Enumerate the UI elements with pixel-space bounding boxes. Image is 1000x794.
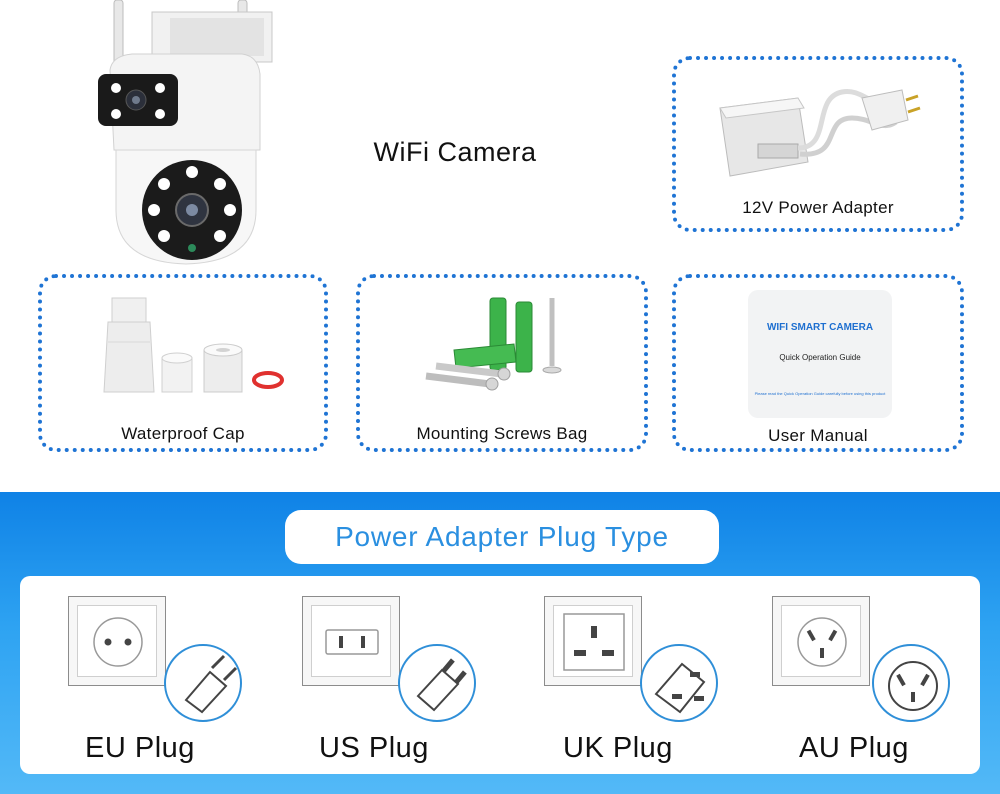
uk-plug-label: UK Plug bbox=[563, 732, 673, 764]
waterproof-cap-card: Waterproof Cap bbox=[38, 274, 328, 452]
us-plug-icon bbox=[398, 644, 476, 722]
au-plug-label: AU Plug bbox=[799, 732, 909, 764]
uk-plug-icon bbox=[640, 644, 718, 722]
mounting-screws-card: Mounting Screws Bag bbox=[356, 274, 648, 452]
uk-socket-icon bbox=[544, 596, 642, 686]
user-manual-image: WIFI SMART CAMERA Quick Operation Guide … bbox=[748, 290, 892, 418]
plug-type-title: Power Adapter Plug Type bbox=[285, 510, 719, 564]
user-manual-card: WIFI SMART CAMERA Quick Operation Guide … bbox=[672, 274, 964, 452]
manual-card-subtitle: Quick Operation Guide bbox=[779, 353, 861, 362]
eu-socket-icon bbox=[68, 596, 166, 686]
power-adapter-label: 12V Power Adapter bbox=[742, 198, 894, 217]
manual-card-title: WIFI SMART CAMERA bbox=[766, 322, 874, 333]
au-plug-icon bbox=[872, 644, 950, 722]
mounting-screws-label: Mounting Screws Bag bbox=[416, 424, 588, 443]
us-socket-icon bbox=[302, 596, 400, 686]
power-adapter-image bbox=[719, 89, 921, 177]
camera-title: WiFi Camera bbox=[373, 137, 537, 167]
manual-card-note: Please read the Quick Operation Guide ca… bbox=[754, 391, 886, 396]
product-contents-area: WiFi Camera 12V Power Adapter Waterp bbox=[38, 0, 964, 452]
waterproof-cap-label: Waterproof Cap bbox=[121, 424, 245, 443]
mounting-screws-image bbox=[425, 297, 562, 391]
user-manual-label: User Manual bbox=[768, 426, 868, 445]
plugs-panel: EU Plug US Plug bbox=[20, 576, 980, 774]
waterproof-cap-image bbox=[103, 297, 284, 393]
us-plug-label: US Plug bbox=[319, 732, 429, 764]
eu-plug-label: EU Plug bbox=[85, 732, 195, 764]
camera-image bbox=[98, 0, 273, 265]
power-adapter-card: 12V Power Adapter bbox=[672, 56, 964, 232]
eu-plug-icon bbox=[164, 644, 242, 722]
plug-type-section: Power Adapter Plug Type EU Plug bbox=[0, 492, 1000, 794]
au-socket-icon bbox=[772, 596, 870, 686]
